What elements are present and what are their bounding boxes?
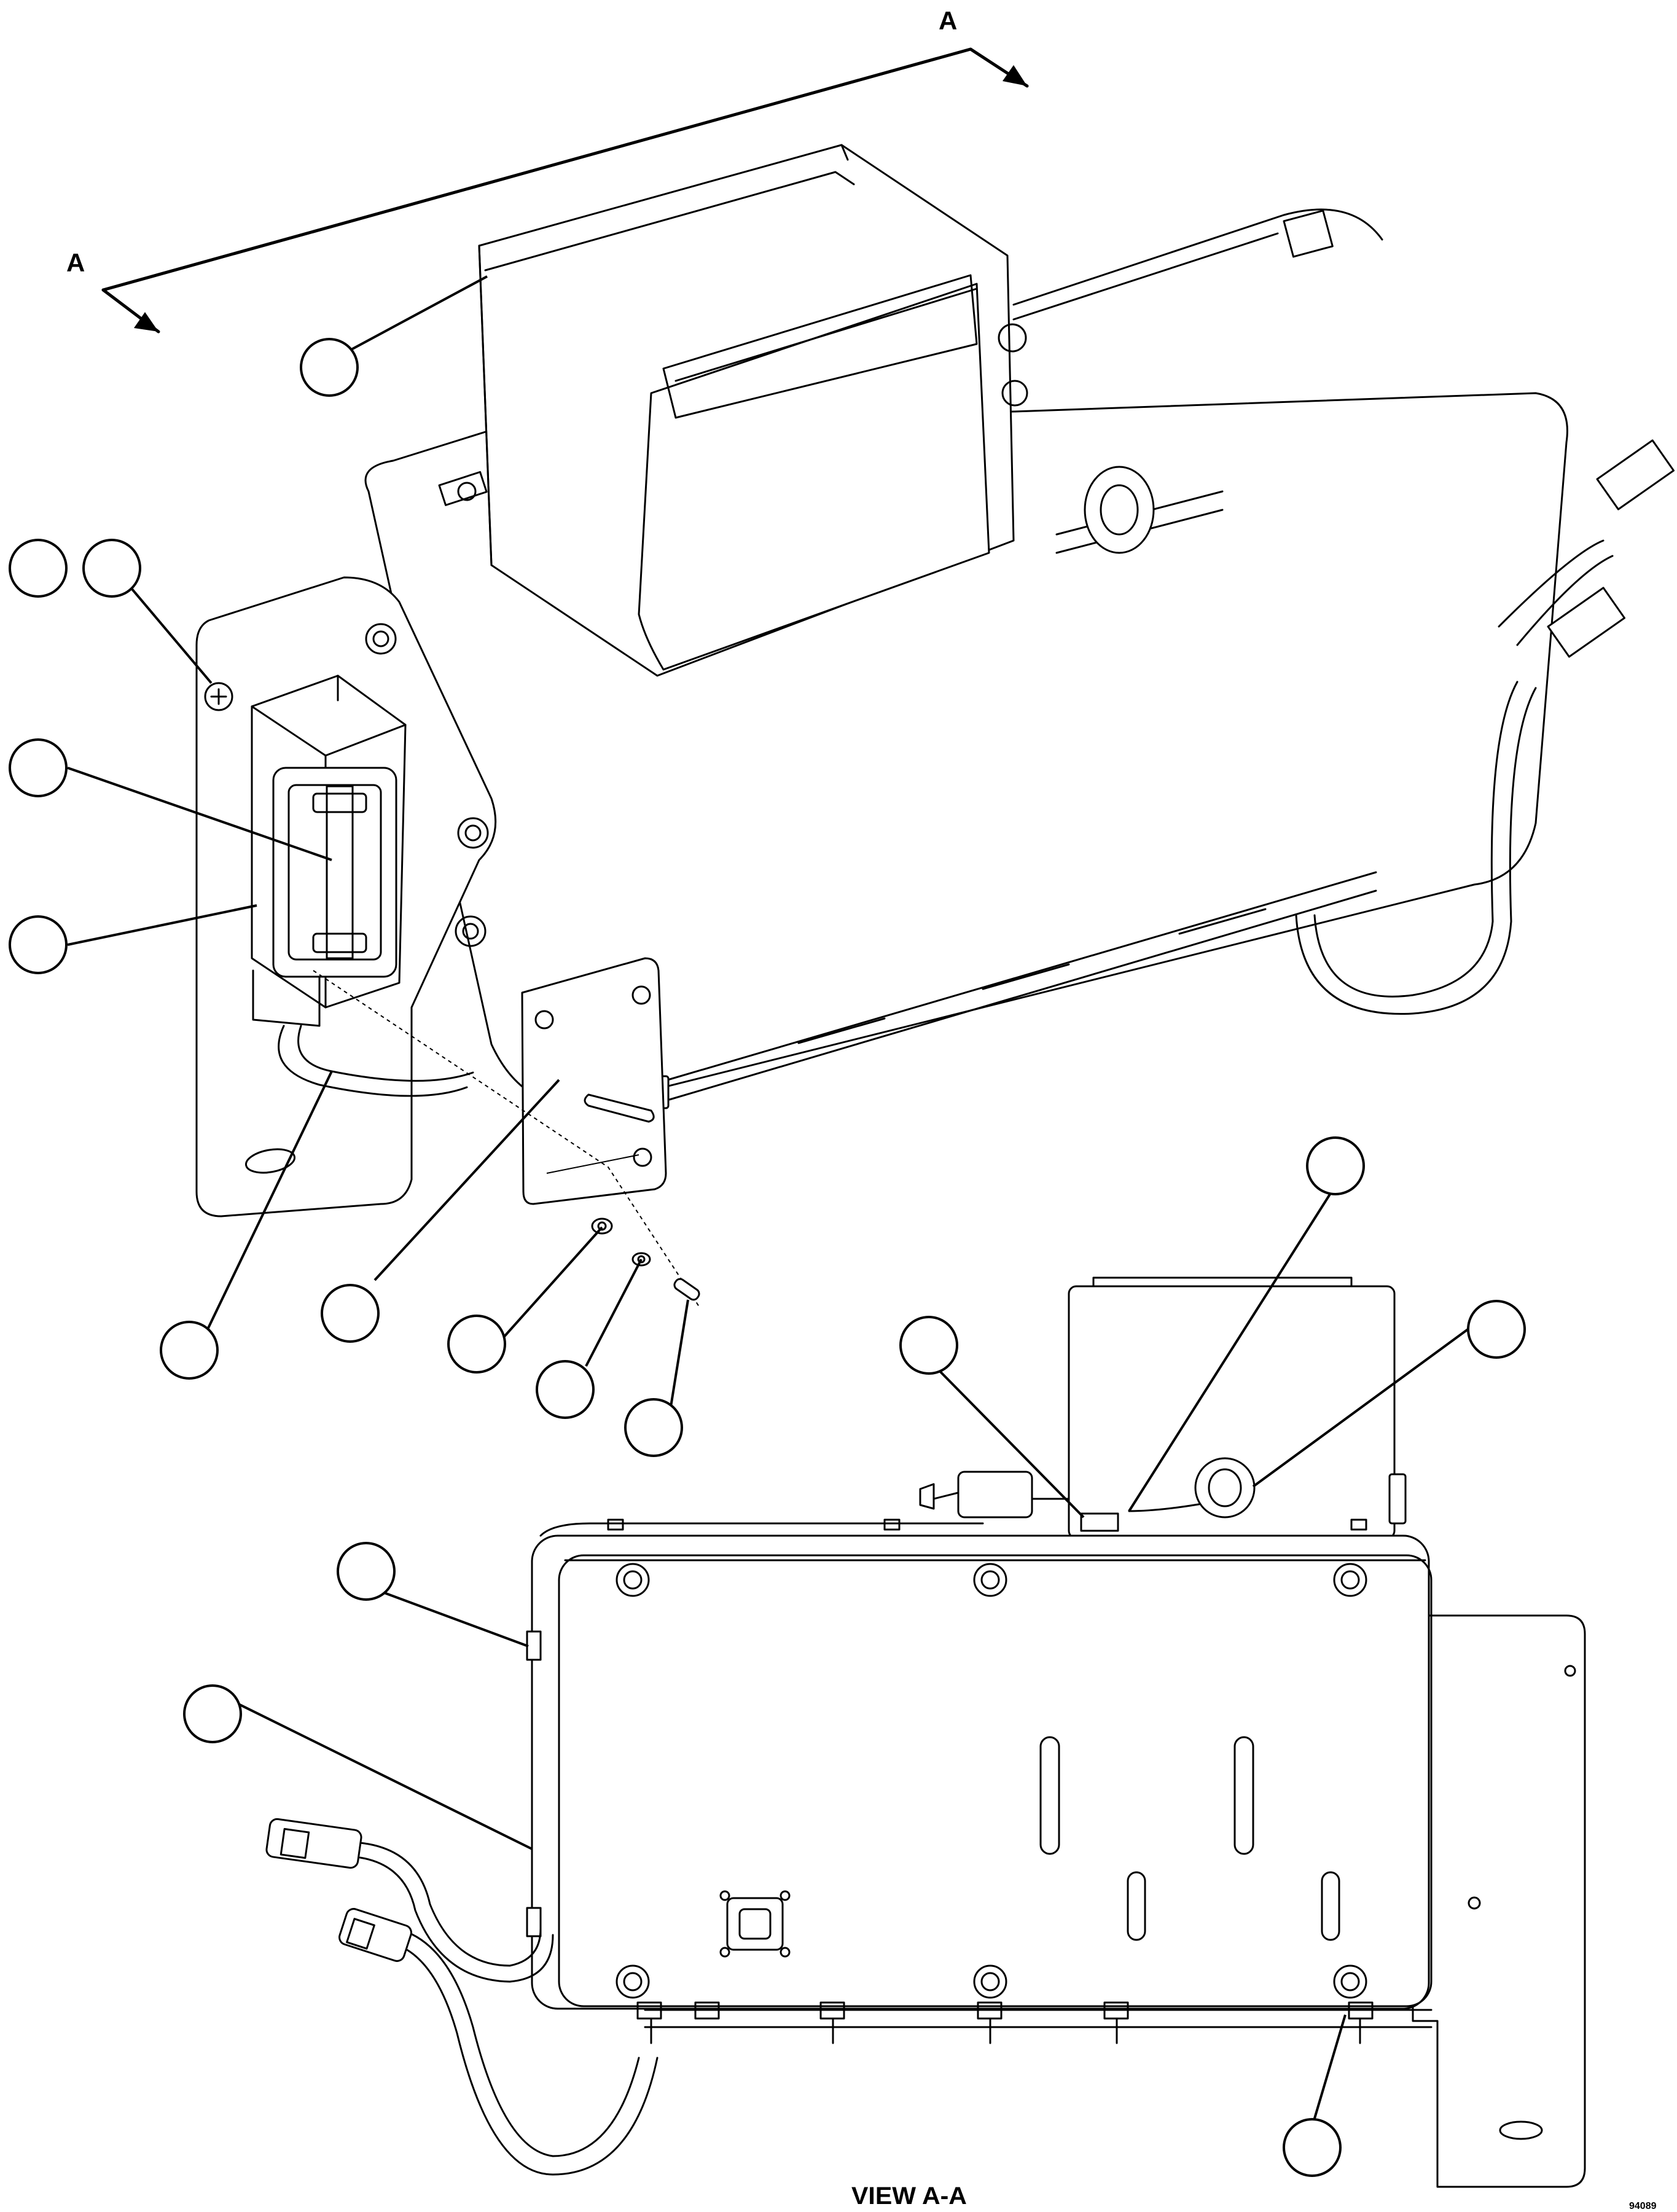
callout-balloon	[9, 539, 68, 598]
callout-balloon	[447, 1315, 506, 1374]
callout-balloon	[1306, 1136, 1365, 1195]
callout-balloon	[183, 1684, 242, 1743]
drawing-number: 94089	[1629, 2201, 1657, 2211]
callout-balloon	[899, 1316, 958, 1375]
view-caption: VIEW A-A	[851, 2183, 967, 2210]
callout-balloon	[337, 1542, 396, 1601]
section-letter-left: A	[66, 248, 85, 277]
callout-balloon	[300, 338, 359, 397]
callout-balloon	[1283, 2118, 1342, 2177]
section-letter-right: A	[939, 6, 957, 35]
callout-balloons	[9, 338, 1526, 2177]
callout-balloon	[82, 539, 141, 598]
callout-balloon	[9, 915, 68, 974]
callout-balloon	[624, 1398, 683, 1457]
callout-balloon	[1467, 1300, 1526, 1359]
leader-lines	[67, 275, 1498, 2127]
callout-balloon	[9, 738, 68, 797]
view-a-a	[265, 1276, 1586, 2188]
callout-balloon	[536, 1360, 595, 1419]
section-line	[101, 47, 1029, 334]
callout-balloon	[321, 1284, 380, 1343]
upper-assembly	[195, 144, 1675, 1309]
callout-balloon	[160, 1321, 219, 1380]
